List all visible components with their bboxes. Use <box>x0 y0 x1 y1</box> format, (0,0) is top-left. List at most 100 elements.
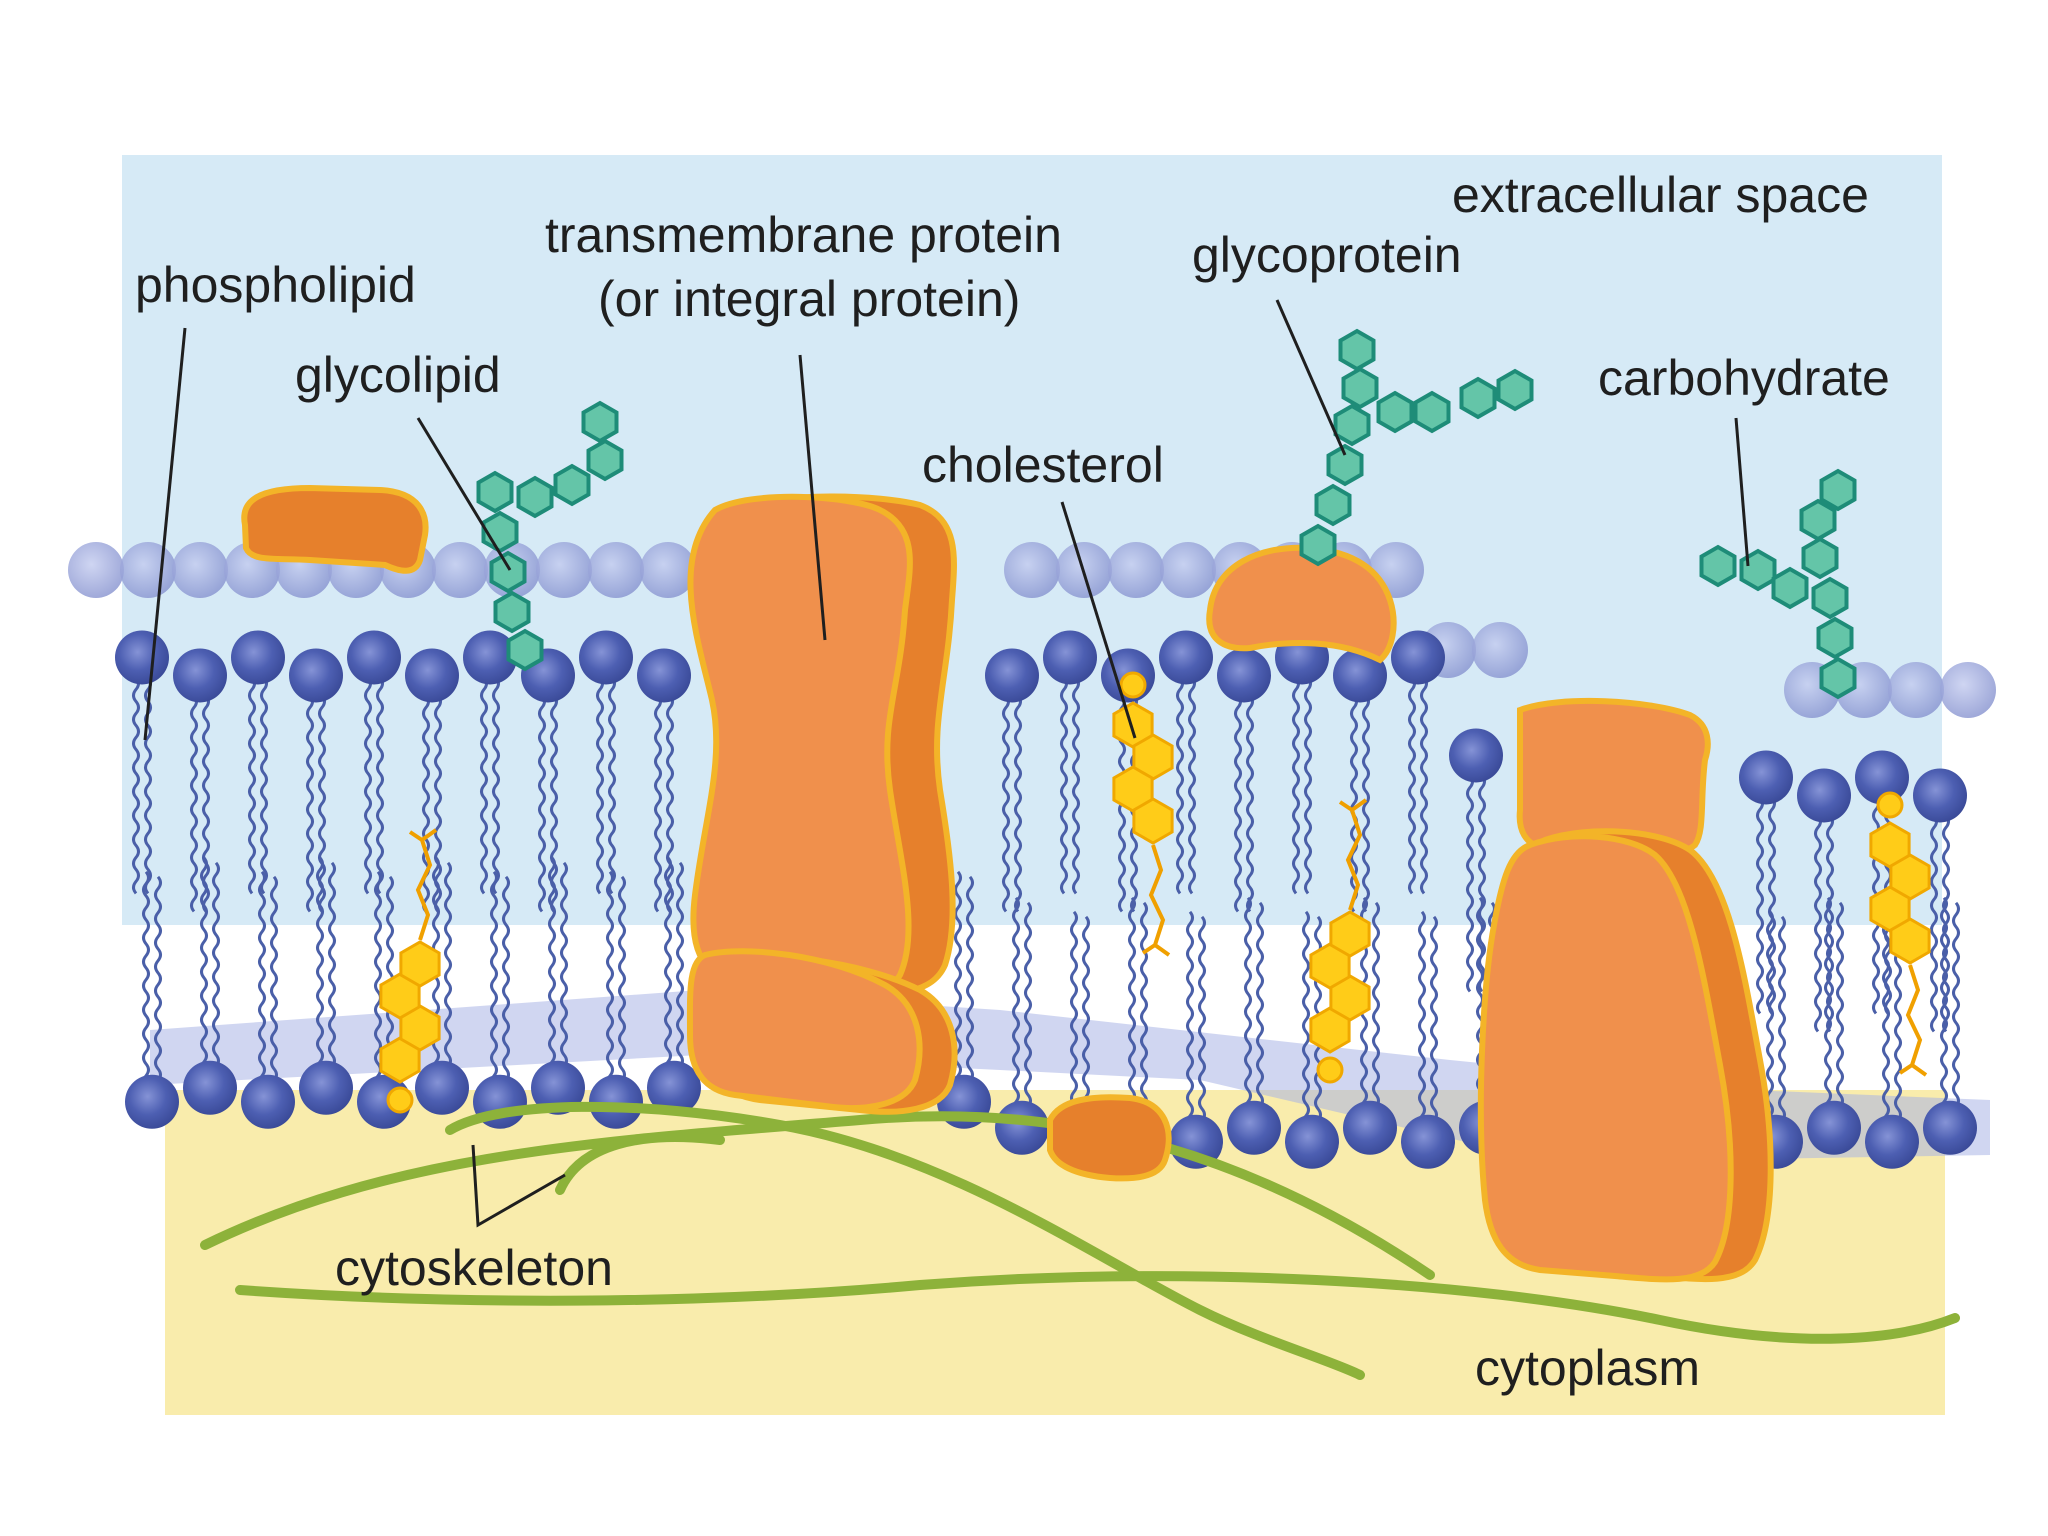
glycoprotein-carbohydrate <box>1299 328 1534 567</box>
lipid-tail <box>664 856 672 1075</box>
lipid-tail <box>318 694 326 913</box>
lipid-tail <box>1372 901 1380 1120</box>
sugar-unit <box>489 550 527 594</box>
phospholipid-head <box>1159 630 1213 685</box>
phospholipid-head-back <box>68 542 124 598</box>
sugar-unit <box>1333 403 1371 447</box>
lipid-tail <box>1060 676 1068 895</box>
lipid-tail <box>1234 694 1242 913</box>
lipid-tail <box>1246 694 1254 913</box>
label-extracellular-space: extracellular space <box>1452 167 1869 223</box>
sugar-unit <box>1459 376 1497 420</box>
lipid-tail <box>954 870 962 1089</box>
lipid-tail <box>560 861 568 1080</box>
sugar-unit <box>506 628 544 672</box>
filament-3 <box>445 1101 1365 1380</box>
cholesterol-ring <box>1329 910 1371 958</box>
phospholipid-head-back <box>536 542 592 598</box>
cholesterol-head <box>1876 791 1904 819</box>
cholesterol-tail <box>1141 844 1171 957</box>
cholesterol-ring <box>399 940 441 988</box>
phospholipid-head <box>415 1060 469 1115</box>
lipid-tail <box>306 694 314 913</box>
phospholipid-head-back <box>432 542 488 598</box>
lipid-tail <box>1012 896 1020 1115</box>
lipid-tail <box>1466 774 1474 993</box>
lipid-tail <box>316 856 324 1075</box>
sugar-unit <box>516 475 554 519</box>
lipid-tail <box>376 676 384 895</box>
cholesterol-head <box>386 1086 414 1114</box>
transmembrane-protein <box>686 493 958 1115</box>
cholesterol-molecule <box>1112 671 1174 957</box>
phospholipid-head-back <box>1004 542 1060 598</box>
cholesterol-molecules <box>379 671 1931 1114</box>
phospholipid-head <box>173 648 227 703</box>
lipid-tail <box>328 861 336 1080</box>
sugar-unit <box>553 463 591 507</box>
lipid-tail <box>1176 676 1184 895</box>
lipid-tail <box>1198 915 1206 1134</box>
lipid-tail <box>1430 915 1438 1134</box>
sugar-unit <box>1771 566 1809 610</box>
cholesterol-head <box>1119 671 1147 699</box>
phospholipid-head <box>647 1060 701 1115</box>
phospholipid-head <box>347 630 401 685</box>
phospholipid-head <box>1807 1100 1861 1155</box>
phospholipid-head <box>299 1060 353 1115</box>
lipid-tail <box>1188 676 1196 895</box>
lipid-tail <box>606 870 614 1089</box>
sugar-unit <box>1801 536 1839 580</box>
lipid-tail <box>1930 814 1938 1033</box>
lipid-tail <box>1940 896 1948 1115</box>
lipid-tail <box>1362 694 1370 913</box>
glycoprotein-protein <box>1206 544 1397 664</box>
labels: extracellular space phospholipid glycoli… <box>135 167 1890 1396</box>
label-cholesterol: cholesterol <box>922 437 1164 493</box>
lipid-tail <box>1014 694 1022 913</box>
lipid-tail <box>1778 915 1786 1134</box>
cholesterol-molecule <box>379 828 441 1114</box>
phospholipid-head <box>1855 750 1909 805</box>
phospholipid-head-back <box>1940 662 1996 718</box>
lipid-tail <box>1072 676 1080 895</box>
lipid-tail <box>212 861 220 1080</box>
lipid-tail <box>190 694 198 913</box>
label-carbohydrate: carbohydrate <box>1598 350 1890 406</box>
sugar-unit <box>1338 328 1376 372</box>
lipid-tail <box>434 694 442 913</box>
phospholipid-head <box>995 1100 1049 1155</box>
lipid-tail <box>538 694 546 913</box>
lipid-tail <box>270 875 278 1094</box>
lipid-tail <box>1302 910 1310 1129</box>
lipid-tail <box>550 694 558 913</box>
phospholipid-head-back <box>1160 542 1216 598</box>
lipid-tail <box>1882 910 1890 1129</box>
lipid-tail <box>248 676 256 895</box>
label-transmembrane-protein-line1: transmembrane protein <box>545 207 1062 263</box>
phospholipid-head <box>579 630 633 685</box>
sugar-unit <box>1341 366 1379 410</box>
lipid-tail <box>1186 910 1194 1129</box>
sugar-unit <box>476 470 514 514</box>
lipid-tail <box>1002 694 1010 913</box>
lipid-tail <box>966 875 974 1094</box>
integral-protein-right <box>1477 697 1774 1283</box>
phospholipid-head <box>289 648 343 703</box>
integral-protein-right-body-front <box>1477 833 1734 1283</box>
cholesterol-molecule <box>1309 798 1371 1084</box>
sugar-unit <box>1799 498 1837 542</box>
lipid-tail <box>1070 910 1078 1129</box>
phospholipid-head-back <box>1108 542 1164 598</box>
phospholipid-head <box>1391 630 1445 685</box>
phospholipid-head <box>1343 1100 1397 1155</box>
lipid-tail <box>1408 676 1416 895</box>
phospholipid-head-back <box>1888 662 1944 718</box>
lipid-tail <box>1292 676 1300 895</box>
lipid-tail <box>1024 901 1032 1120</box>
lipid-tail <box>1756 796 1764 1015</box>
sugar-unit <box>1496 368 1534 412</box>
phospholipid-head <box>405 648 459 703</box>
phospholipid-head <box>125 1074 179 1129</box>
